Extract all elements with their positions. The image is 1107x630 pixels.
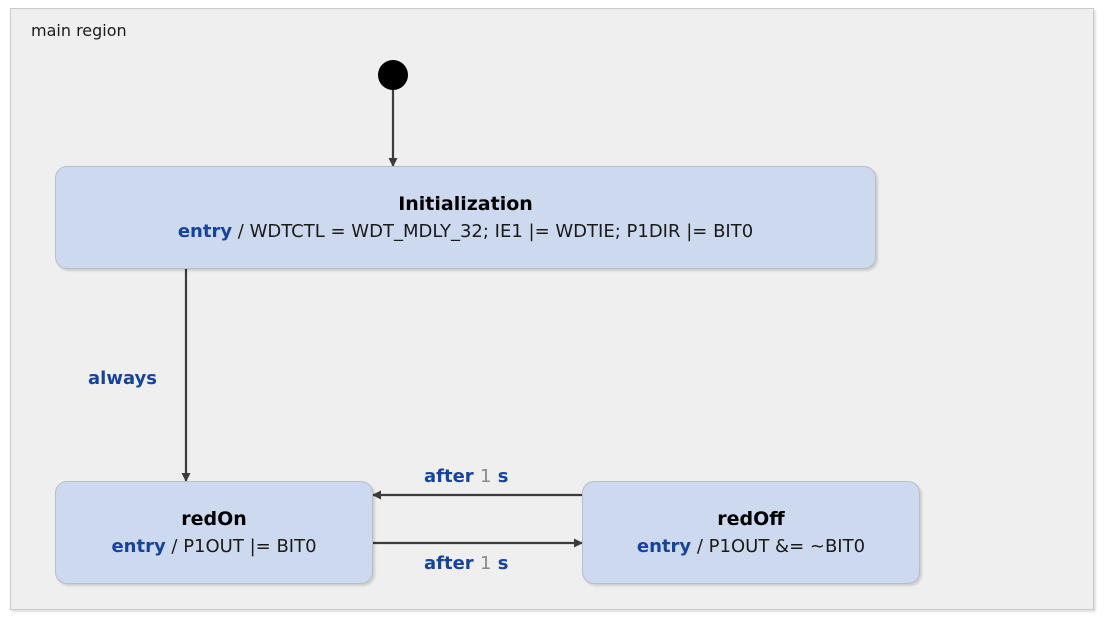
action-separator: / (691, 536, 709, 557)
action-body: P1OUT |= BIT0 (183, 536, 317, 557)
transition-label-redon-to-redoff[interactable]: after 1 s (424, 553, 508, 574)
region-label: main region (31, 21, 127, 40)
entry-keyword: entry (636, 536, 692, 557)
state-action-initialization: entry / WDTCTL = WDT_MDLY_32; IE1 |= WDT… (178, 221, 753, 242)
transition-label-always[interactable]: always (88, 368, 157, 389)
state-action-redoff: entry / P1OUT &= ~BIT0 (637, 536, 865, 557)
action-separator: / (232, 221, 250, 242)
state-name-initialization: Initialization (398, 193, 533, 215)
transition-number: 1 (479, 466, 492, 487)
entry-keyword: entry (111, 536, 166, 557)
state-redoff[interactable]: redOff entry / P1OUT &= ~BIT0 (582, 481, 920, 584)
transition-unit: s (497, 466, 509, 487)
action-separator: / (165, 536, 184, 557)
state-initialization[interactable]: Initialization entry / WDTCTL = WDT_MDLY… (55, 166, 876, 269)
transition-keyword: always (88, 368, 157, 389)
state-redon[interactable]: redOn entry / P1OUT |= BIT0 (55, 481, 373, 584)
initial-state-node[interactable] (378, 60, 408, 90)
transition-number: 1 (479, 553, 492, 574)
state-name-redoff: redOff (717, 508, 785, 530)
transition-unit: s (497, 553, 509, 574)
action-body: WDTCTL = WDT_MDLY_32; IE1 |= WDTIE; P1DI… (249, 221, 754, 242)
state-name-redon: redOn (181, 508, 247, 530)
transition-keyword: after (424, 553, 474, 574)
action-body: P1OUT &= ~BIT0 (708, 536, 866, 557)
entry-keyword: entry (177, 221, 233, 242)
transition-label-redoff-to-redon[interactable]: after 1 s (424, 466, 508, 487)
state-action-redon: entry / P1OUT |= BIT0 (111, 536, 316, 557)
transition-keyword: after (424, 466, 474, 487)
